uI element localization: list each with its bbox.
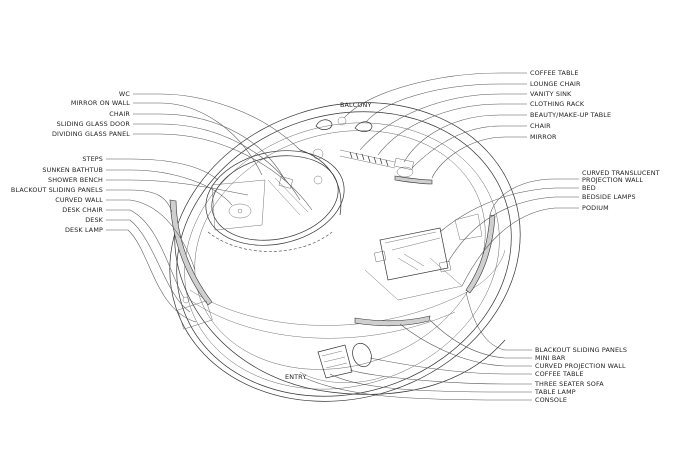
label-chair-right: CHAIR — [530, 122, 551, 130]
label-dividing-glass-panel: DIVIDING GLASS PANEL — [52, 130, 130, 138]
curved-walls — [169, 175, 496, 327]
room-name-balcony: BALCONY — [340, 101, 372, 109]
left-labels: WC MIRROR ON WALL CHAIR SLIDING GLASS DO… — [11, 90, 313, 323]
label-desk-chair: DESK CHAIR — [62, 206, 103, 214]
label-console: CONSOLE — [535, 396, 567, 404]
label-desk: DESK — [85, 216, 103, 224]
label-mirror-on-wall: MIRROR ON WALL — [71, 99, 130, 107]
label-blackout-sliding-panels-right: BLACKOUT SLIDING PANELS — [535, 346, 627, 354]
label-blackout-sliding-panels-left: BLACKOUT SLIDING PANELS — [11, 186, 103, 194]
right-bottom-labels: BLACKOUT SLIDING PANELS MINI BAR CURVED … — [304, 291, 627, 404]
bathroom-pod — [205, 148, 345, 252]
bedroom — [364, 213, 483, 301]
label-curved-wall: CURVED WALL — [55, 196, 103, 204]
label-bedside-lamps: BEDSIDE LAMPS — [582, 193, 636, 201]
balcony-furniture — [315, 116, 373, 132]
label-vanity-sink: VANITY SINK — [530, 90, 572, 98]
label-sunken-bathtub: SUNKEN BATHTUB — [42, 166, 103, 174]
label-beauty-make-up-table: BEAUTY/MAKE-UP TABLE — [530, 111, 611, 119]
label-steps: STEPS — [82, 155, 103, 163]
label-mini-bar: MINI BAR — [535, 354, 566, 362]
label-bed: BED — [582, 184, 596, 192]
label-wc: WC — [119, 90, 130, 98]
vanity-row — [339, 149, 414, 178]
label-projection-wall: PROJECTION WALL — [582, 176, 643, 184]
label-coffee-table-top: COFFEE TABLE — [530, 69, 579, 77]
label-table-lamp: TABLE LAMP — [534, 388, 576, 396]
label-mirror: MIRROR — [530, 133, 557, 141]
lounge-cluster — [177, 296, 386, 383]
label-chair-left: CHAIR — [109, 110, 130, 118]
label-three-seater-sofa: THREE SEATER SOFA — [534, 380, 604, 388]
label-sliding-glass-door: SLIDING GLASS DOOR — [57, 120, 131, 128]
label-podium: PODIUM — [582, 204, 609, 212]
label-curved-translucent: CURVED TRANSLUCENT — [582, 169, 660, 177]
label-clothing-rack: CLOTHING RACK — [530, 100, 585, 108]
room-name-entry: ENTRY — [285, 373, 306, 381]
right-top-labels: COFFEE TABLE LOUNGE CHAIR VANITY SINK CL… — [343, 69, 660, 287]
label-coffee-table-bottom: COFFEE TABLE — [535, 370, 584, 378]
label-desk-lamp: DESK LAMP — [65, 226, 103, 234]
label-shower-bench: SHOWER BENCH — [48, 176, 103, 184]
outer-shell — [169, 102, 521, 402]
label-lounge-chair: LOUNGE CHAIR — [530, 80, 581, 88]
floor-ring — [189, 130, 506, 370]
label-curved-projection-wall: CURVED PROJECTION WALL — [535, 362, 626, 370]
